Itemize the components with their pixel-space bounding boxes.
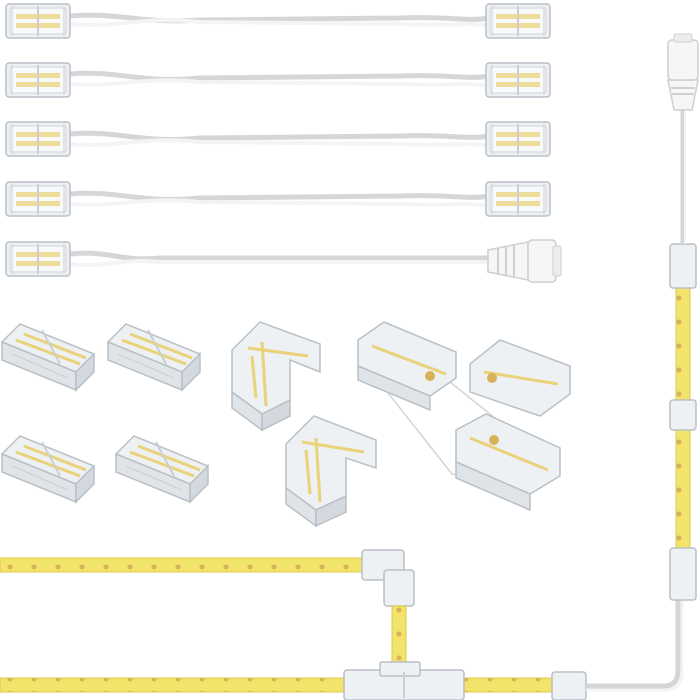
jumper-cable-3 bbox=[5, 121, 551, 157]
jumper-cable-4 bbox=[5, 181, 551, 217]
dc-female-jack bbox=[487, 239, 562, 283]
led-strip-assembly bbox=[0, 33, 699, 700]
jumper-cable-2 bbox=[5, 62, 551, 98]
straight-connector-4 bbox=[114, 434, 210, 504]
installed-dc-female-jack bbox=[667, 33, 699, 111]
l-shape-connector-2 bbox=[285, 415, 377, 528]
straight-connector-2 bbox=[106, 322, 202, 392]
l-shape-connector-1 bbox=[231, 321, 321, 432]
t-shape-connector bbox=[357, 321, 571, 512]
installed-t-connector bbox=[343, 661, 465, 700]
installed-l-connector bbox=[361, 549, 415, 607]
jumper-cable-1 bbox=[5, 3, 551, 39]
straight-connector-1 bbox=[0, 322, 96, 392]
dc-jack-cable bbox=[5, 239, 562, 283]
straight-connector-3 bbox=[0, 434, 96, 504]
